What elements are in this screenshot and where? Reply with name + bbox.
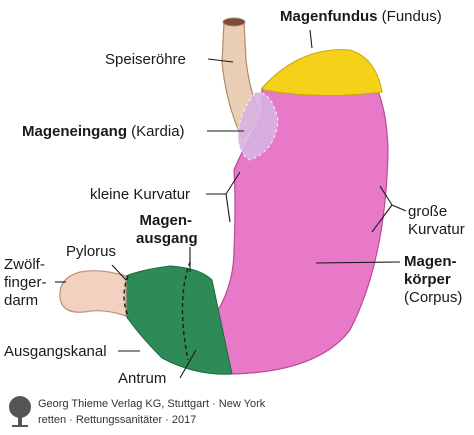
label-grosse-line2: Kurvatur	[408, 221, 465, 238]
thieme-tree-logo-icon	[6, 394, 34, 428]
label-grosse-line1: große	[408, 203, 448, 220]
label-antrum: Antrum	[118, 370, 167, 387]
antrum-boundary	[181, 261, 191, 361]
label-koerper-line3: (Corpus)	[404, 289, 463, 306]
label-koerper-line1: Magen-	[404, 253, 457, 270]
pylorus-boundary	[123, 275, 129, 317]
label-ausgangskanal: Ausgangskanal	[4, 343, 107, 360]
label-zwoelf-line1: Zwölf-	[4, 256, 45, 273]
label-fundus: Magenfundus (Fundus)	[280, 8, 442, 26]
label-kardia-bold: Mageneingang	[22, 123, 128, 140]
label-mageneingang-ausgang: Magen- ausgang	[136, 212, 198, 248]
duodenum-shape	[59, 270, 127, 317]
label-kardia: Mageneingang (Kardia)	[22, 123, 185, 141]
antrum-shape	[125, 265, 233, 375]
label-magenkoerper: Magen- körper (Corpus)	[404, 253, 462, 307]
label-kardia-rest: (Kardia)	[127, 123, 185, 140]
label-fundus-bold: Magenfundus	[280, 8, 378, 25]
esophagus-opening	[222, 17, 246, 27]
leader-lines	[55, 29, 407, 379]
label-speiseroehre: Speiseröhre	[105, 51, 186, 68]
label-ausgang-line1: Magen-	[139, 212, 193, 229]
label-pylorus: Pylorus	[66, 243, 117, 260]
kardia-shape	[237, 91, 279, 161]
label-ausgang-line2: ausgang	[136, 230, 198, 247]
label-koerper-line2: körper	[404, 271, 451, 288]
footer-line1: Georg Thieme Verlag KG, Stuttgart · New …	[38, 398, 266, 410]
label-zwoelf-line3: darm	[4, 292, 39, 309]
label-zwoelffingerdarm: Zwölf- finger- darm	[4, 256, 47, 310]
label-fundus-rest: (Fundus)	[377, 8, 442, 25]
footer-line2: retten · Rettungssanitäter · 2017	[38, 414, 197, 426]
label-zwoelf-line2: finger-	[4, 274, 47, 291]
label-grosse-kurvatur: große Kurvatur	[408, 203, 465, 239]
label-kleine-kurvatur: kleine Kurvatur	[90, 186, 191, 203]
fundus-shape	[261, 49, 383, 97]
